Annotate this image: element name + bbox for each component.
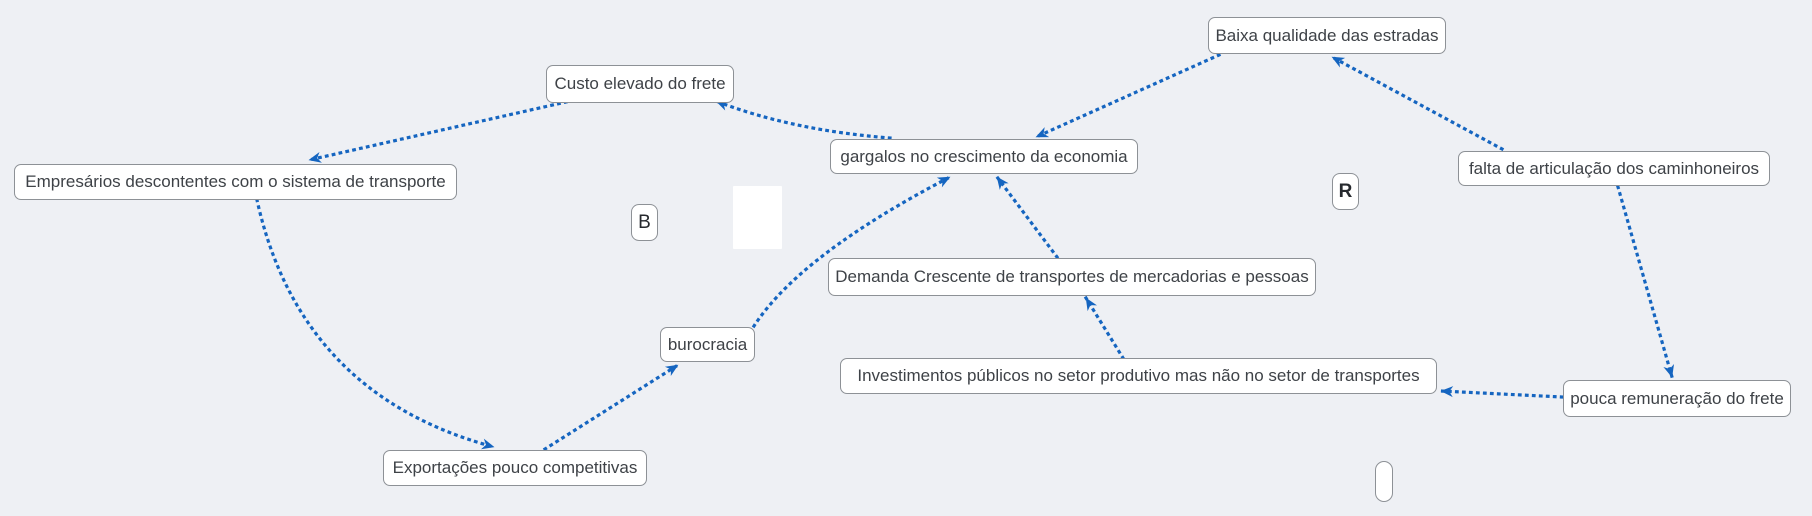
node-pouca-remuneracao-frete[interactable]: pouca remuneração do frete	[1563, 380, 1791, 417]
node-label: R	[1338, 180, 1353, 202]
node-label: Custo elevado do frete	[554, 74, 726, 93]
edge-investimentos-publicos--demanda-crescente-transportes[interactable]	[1083, 295, 1126, 361]
node-label: Baixa qualidade das estradas	[1215, 25, 1439, 45]
node-baixa-qualidade-estradas[interactable]: Baixa qualidade das estradas	[1208, 17, 1446, 54]
node-gargalos-crescimento-economia[interactable]: gargalos no crescimento da economia	[830, 139, 1138, 174]
node-label: pouca remuneração do frete	[1570, 388, 1784, 408]
empty-pill-node[interactable]	[1375, 461, 1393, 502]
edge-empresarios-descontentes--exportacoes-pouco-competitivas[interactable]	[255, 198, 496, 450]
node-empresarios-descontentes[interactable]: Empresários descontentes com o sistema d…	[14, 164, 457, 200]
node-investimentos-publicos[interactable]: Investimentos públicos no setor produtiv…	[840, 358, 1437, 394]
node-burocracia[interactable]: burocracia	[660, 327, 755, 362]
edge-exportacoes-pouco-competitivas--burocracia[interactable]	[542, 362, 681, 452]
node-label: falta de articulação dos caminhoneiros	[1468, 158, 1760, 178]
node-label: Empresários descontentes com o sistema d…	[25, 172, 446, 191]
node-exportacoes-pouco-competitivas[interactable]: Exportações pouco competitivas	[383, 450, 647, 486]
node-label: burocracia	[667, 334, 748, 354]
edge-custo-elevado-frete--empresarios-descontentes[interactable]	[307, 100, 568, 163]
edge-burocracia--gargalos-crescimento-economia[interactable]	[751, 174, 953, 329]
node-label: Investimentos públicos no setor produtiv…	[857, 366, 1420, 385]
node-label: gargalos no crescimento da economia	[840, 146, 1128, 166]
loop-r[interactable]: R	[1332, 173, 1359, 210]
node-custo-elevado-frete[interactable]: Custo elevado do frete	[546, 65, 734, 103]
blank-white-rectangle	[733, 186, 782, 249]
node-label: B	[638, 211, 651, 233]
node-label: Exportações pouco competitivas	[392, 458, 638, 477]
node-demanda-crescente-transportes[interactable]: Demanda Crescente de transportes de merc…	[828, 258, 1316, 296]
edge-gargalos-crescimento-economia--custo-elevado-frete[interactable]	[713, 98, 892, 140]
edge-demanda-crescente-transportes--gargalos-crescimento-economia[interactable]	[994, 174, 1060, 260]
edge-baixa-qualidade-estradas--gargalos-crescimento-economia[interactable]	[1033, 52, 1222, 140]
edge-pouca-remuneracao-frete--investimentos-publicos[interactable]	[1439, 386, 1564, 399]
edge-falta-articulacao-caminhoneiros--pouca-remuneracao-frete[interactable]	[1616, 185, 1675, 379]
node-falta-articulacao-caminhoneiros[interactable]: falta de articulação dos caminhoneiros	[1458, 151, 1770, 186]
loop-b[interactable]: B	[631, 204, 658, 241]
node-label: Demanda Crescente de transportes de merc…	[835, 267, 1309, 286]
edge-falta-articulacao-caminhoneiros--baixa-qualidade-estradas[interactable]	[1329, 54, 1505, 152]
